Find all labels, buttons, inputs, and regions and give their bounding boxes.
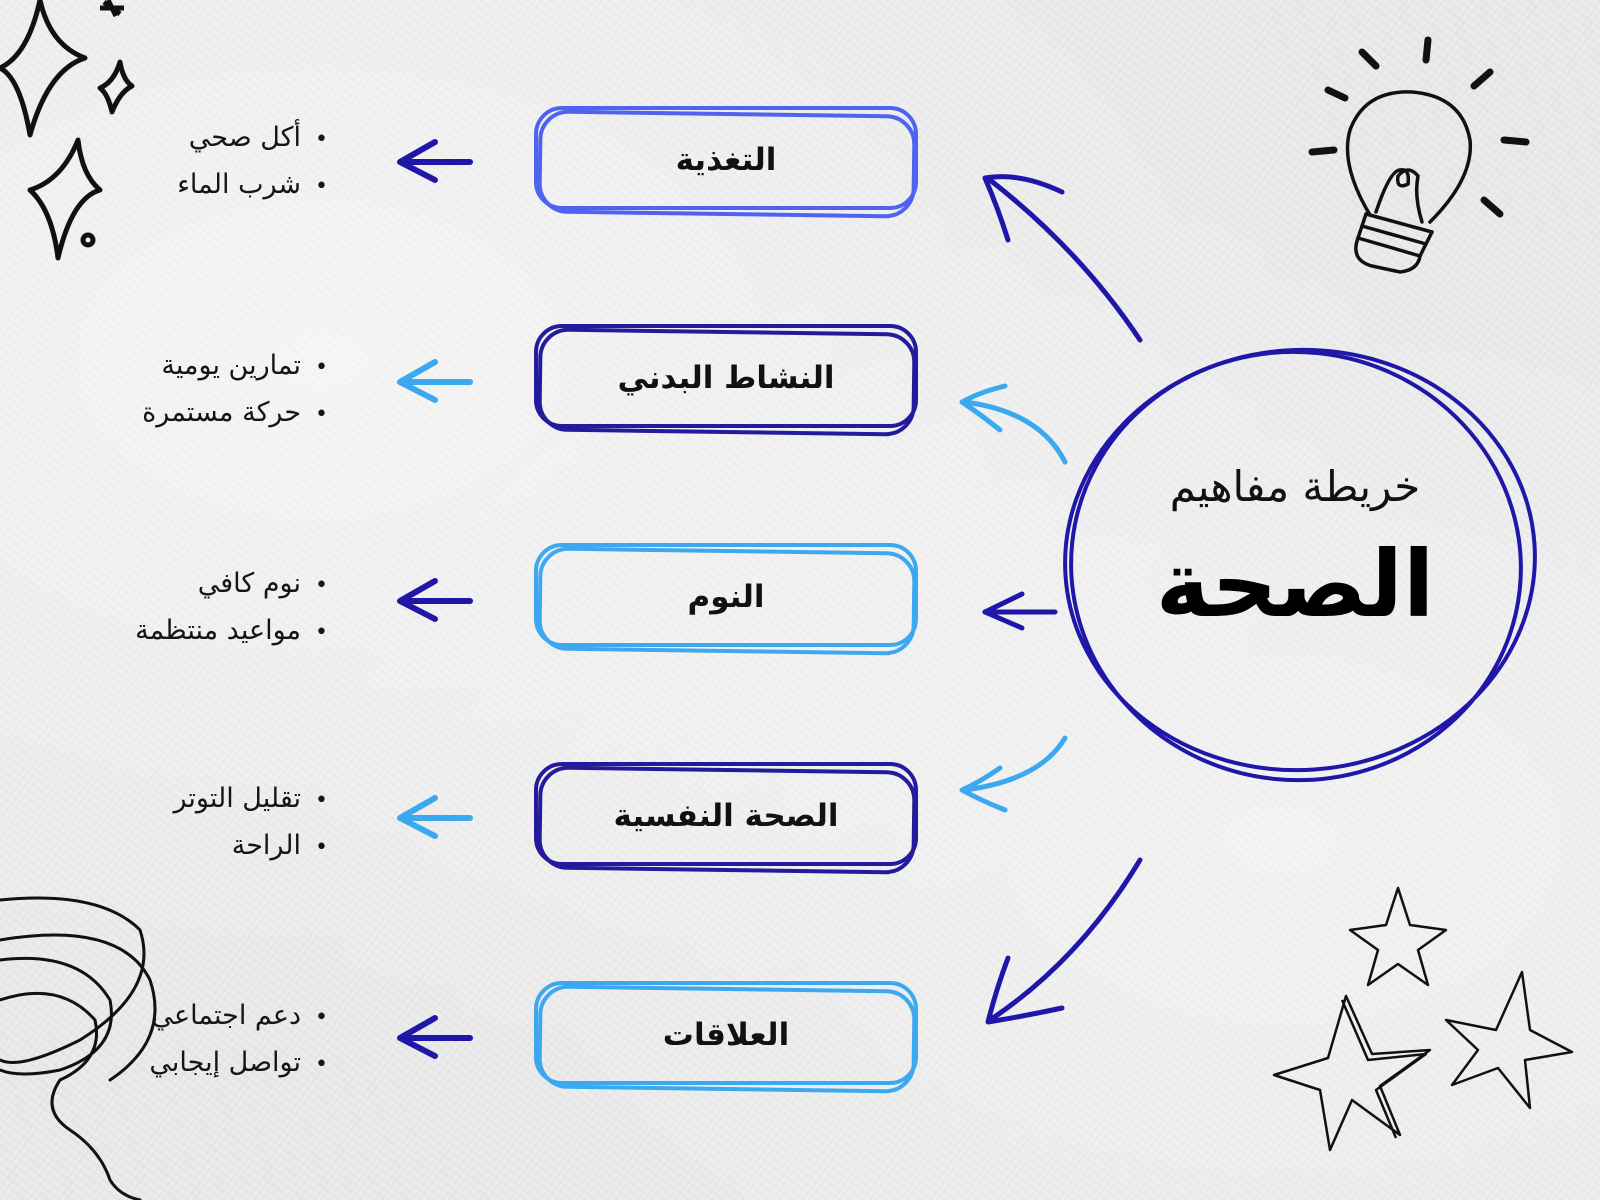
branch-label-mental-health: الصحة النفسية xyxy=(613,798,839,834)
branch-box-2 xyxy=(534,324,918,437)
center-arrow-1 xyxy=(982,174,1143,343)
center-arrow-4 xyxy=(959,735,1068,813)
list-item: مواعيد منتظمة xyxy=(135,607,328,654)
branch-label-nutrition: التغذية xyxy=(675,142,777,178)
list-arrow-1 xyxy=(397,139,473,183)
list-item: شرب الماء xyxy=(177,161,328,208)
bullet-list-nutrition: أكل صحي شرب الماء xyxy=(177,114,328,208)
bullet-list-physical-activity: تمارين يومية حركة مستمرة xyxy=(142,342,328,436)
list-arrow-3 xyxy=(397,578,473,622)
list-item: تقليل التوتر xyxy=(173,775,328,822)
bullet-list-relationships: دعم اجتماعي تواصل إيجابي xyxy=(149,992,328,1086)
lightbulb-icon xyxy=(1308,36,1530,274)
bullet-list-mental-health: تقليل التوتر الراحة xyxy=(173,775,328,869)
sparkle-stars-icon xyxy=(0,0,135,261)
scribble-icon xyxy=(0,896,157,1200)
center-title: الصحة xyxy=(1155,531,1435,638)
list-item: تواصل إيجابي xyxy=(149,1039,328,1086)
branch-box-1 xyxy=(534,106,918,219)
branch-label-relationships: العلاقات xyxy=(662,1017,790,1053)
list-item: دعم اجتماعي xyxy=(149,992,328,1039)
branch-box-3 xyxy=(534,543,918,656)
center-arrows xyxy=(959,174,1143,1025)
branch-box-4 xyxy=(534,762,918,875)
center-subtitle: خريطة مفاهيم xyxy=(1169,462,1421,511)
list-arrow-2 xyxy=(397,359,473,403)
center-arrow-5 xyxy=(985,857,1143,1025)
list-arrow-5 xyxy=(397,1015,473,1059)
stars-icon xyxy=(1272,886,1574,1152)
list-item: نوم كافي xyxy=(135,560,328,607)
list-item: حركة مستمرة xyxy=(142,389,328,436)
branch-label-physical-activity: النشاط البدني xyxy=(617,360,835,396)
center-arrow-3 xyxy=(982,591,1058,631)
list-arrows xyxy=(397,139,473,1059)
branch-box-5 xyxy=(534,981,918,1094)
list-item: الراحة xyxy=(173,822,328,869)
bullet-list-sleep: نوم كافي مواعيد منتظمة xyxy=(135,560,328,654)
list-item: تمارين يومية xyxy=(142,342,328,389)
center-circle xyxy=(1063,347,1537,783)
branch-label-sleep: النوم xyxy=(687,579,765,615)
center-arrow-2 xyxy=(959,383,1068,465)
list-arrow-4 xyxy=(397,795,473,839)
list-item: أكل صحي xyxy=(177,114,328,161)
branch-boxes xyxy=(534,106,918,1094)
